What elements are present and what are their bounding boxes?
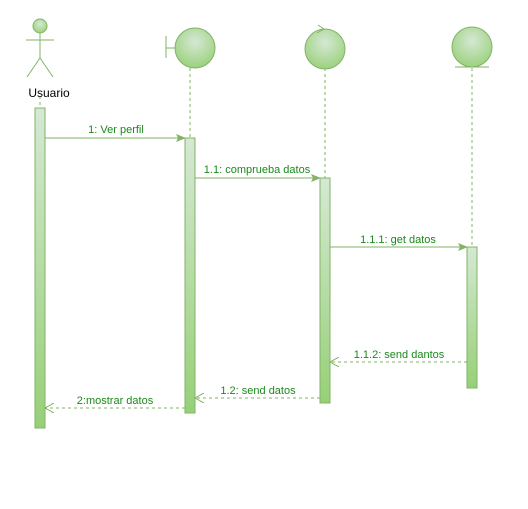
activation-usuario bbox=[34, 107, 46, 429]
message-label-m5: 1.2: send datos bbox=[220, 385, 296, 397]
message-label-m2: 1.1: comprueba datos bbox=[204, 164, 311, 176]
message-label-m4: 1.1.2: send dantos bbox=[354, 349, 445, 361]
activation-control bbox=[319, 177, 331, 404]
control-icon bbox=[304, 24, 346, 70]
entity-icon bbox=[451, 26, 493, 68]
activation-boundary bbox=[184, 137, 196, 414]
boundary-icon bbox=[165, 27, 216, 69]
message-label-m3: 1.1.1: get datos bbox=[360, 234, 436, 246]
actor-icon bbox=[26, 18, 54, 78]
message-label-m6: 2:mostrar datos bbox=[77, 395, 154, 407]
activation-entity bbox=[466, 246, 478, 389]
message-label-m1: 1: Ver perfil bbox=[88, 124, 144, 136]
actor-label: Usuario bbox=[28, 86, 70, 100]
